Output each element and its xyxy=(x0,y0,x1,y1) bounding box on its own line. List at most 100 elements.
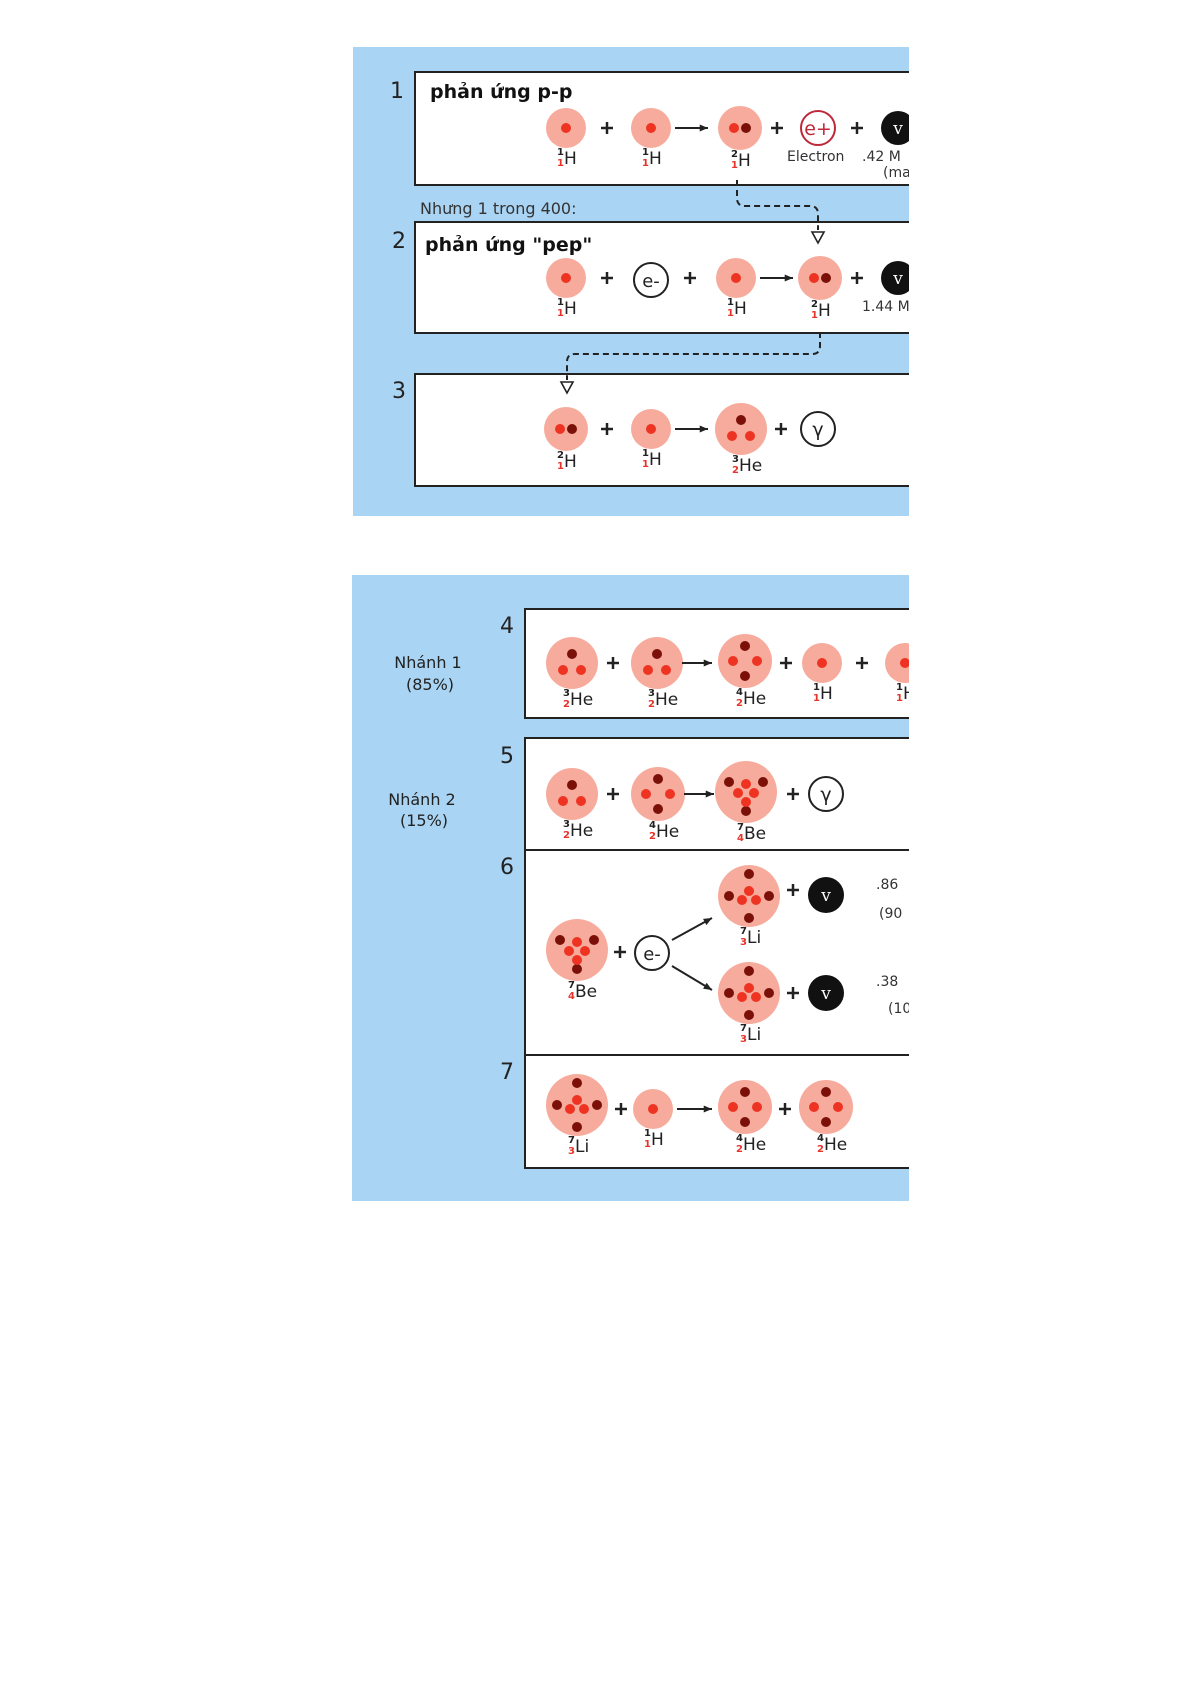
element-symbol: He xyxy=(656,822,679,842)
element-symbol: H xyxy=(564,452,577,472)
neutron-dot xyxy=(821,273,831,283)
proton-dot xyxy=(561,123,571,133)
reaction-arrow-icon xyxy=(682,659,712,667)
mass-number: 4 xyxy=(736,1133,743,1144)
element-symbol: Be xyxy=(575,982,597,1002)
reaction-arrow-icon xyxy=(675,425,708,433)
atomic-number: 2 xyxy=(817,1144,824,1155)
neutron-dot xyxy=(652,649,662,659)
proton-dot xyxy=(728,656,738,666)
neutron-dot xyxy=(555,935,565,945)
proton-dot xyxy=(579,1104,589,1114)
atomic-number: 2 xyxy=(563,699,570,710)
svg-text:γ: γ xyxy=(820,784,831,806)
mass-number: 1 xyxy=(727,297,734,308)
neutron-dot xyxy=(740,641,750,651)
mass-number: 1 xyxy=(896,682,903,693)
proton-dot xyxy=(900,658,909,668)
neutrino-icon: v xyxy=(881,261,909,295)
svg-text:v: v xyxy=(820,984,831,1004)
branch-1-percent: (85%) xyxy=(406,675,454,694)
reaction-arrow-icon xyxy=(671,917,713,941)
atomic-number: 1 xyxy=(813,693,820,704)
proton-dot xyxy=(648,1104,658,1114)
atomic-number: 1 xyxy=(557,158,564,169)
atomic-number: 4 xyxy=(568,991,575,1002)
neutron-dot xyxy=(724,891,734,901)
neutron-dot xyxy=(567,649,577,659)
mass-number: 1 xyxy=(642,448,649,459)
atomic-number: 2 xyxy=(732,465,739,476)
electron-icon: e- xyxy=(634,935,670,971)
reaction-arrow-icon xyxy=(684,790,714,798)
element-symbol: He xyxy=(570,821,593,841)
element-symbol: He xyxy=(743,1135,766,1155)
element-symbol: Be xyxy=(744,824,766,844)
neutron-dot xyxy=(724,988,734,998)
plus-icon xyxy=(601,272,613,284)
step-number-1: 1 xyxy=(390,79,404,104)
atomic-number: 2 xyxy=(648,699,655,710)
step-number-6: 6 xyxy=(500,855,514,880)
proton-dot xyxy=(833,1102,843,1112)
mass-number: 3 xyxy=(648,688,655,699)
plus-icon xyxy=(601,423,613,435)
proton-dot xyxy=(741,797,751,807)
proton-dot xyxy=(731,273,741,283)
element-symbol: He xyxy=(570,690,593,710)
neutron-dot xyxy=(740,671,750,681)
atomic-number: 1 xyxy=(731,160,738,171)
proton-dot xyxy=(752,1102,762,1112)
element-symbol: H xyxy=(818,301,831,321)
neutron-dot xyxy=(724,777,734,787)
plus-icon xyxy=(601,122,613,134)
mass-number: 3 xyxy=(563,819,570,830)
plus-icon xyxy=(856,657,868,669)
reaction-arrow-icon xyxy=(677,1105,712,1113)
proton-dot xyxy=(751,992,761,1002)
svg-text:v: v xyxy=(892,269,903,289)
element-symbol: H xyxy=(564,149,577,169)
positron-icon: e+ xyxy=(800,110,836,146)
neutron-dot xyxy=(592,1100,602,1110)
neutron-dot xyxy=(740,1117,750,1127)
atomic-number: 4 xyxy=(737,833,744,844)
neutron-dot xyxy=(744,966,754,976)
svg-text:v: v xyxy=(820,886,831,906)
energy-2: 1.44 M xyxy=(862,299,910,315)
element-symbol: H xyxy=(651,1130,664,1150)
mass-number: 1 xyxy=(557,147,564,158)
svg-text:v: v xyxy=(892,119,903,139)
reaction-arrow-icon xyxy=(760,274,793,282)
element-symbol: H xyxy=(564,299,577,319)
branch-2-name: Nhánh 2 xyxy=(388,790,455,809)
neutron-dot xyxy=(764,988,774,998)
electron-icon: e- xyxy=(633,262,669,298)
proton-dot xyxy=(646,123,656,133)
neutron-dot xyxy=(572,1122,582,1132)
neutron-dot xyxy=(744,869,754,879)
proton-dot xyxy=(737,895,747,905)
atomic-number: 2 xyxy=(736,1144,743,1155)
neutron-dot xyxy=(758,777,768,787)
fraction-a: (90 xyxy=(879,906,902,922)
neutron-dot xyxy=(567,780,577,790)
branch-2-percent: (15%) xyxy=(400,811,448,830)
step-number-5: 5 xyxy=(500,744,514,769)
neutron-dot xyxy=(736,415,746,425)
mass-number: 7 xyxy=(568,980,575,991)
atomic-number: 2 xyxy=(736,698,743,709)
fraction-b: (10 xyxy=(888,1001,911,1017)
atomic-number: 2 xyxy=(649,831,656,842)
plus-icon xyxy=(614,946,626,958)
proton-dot xyxy=(752,656,762,666)
